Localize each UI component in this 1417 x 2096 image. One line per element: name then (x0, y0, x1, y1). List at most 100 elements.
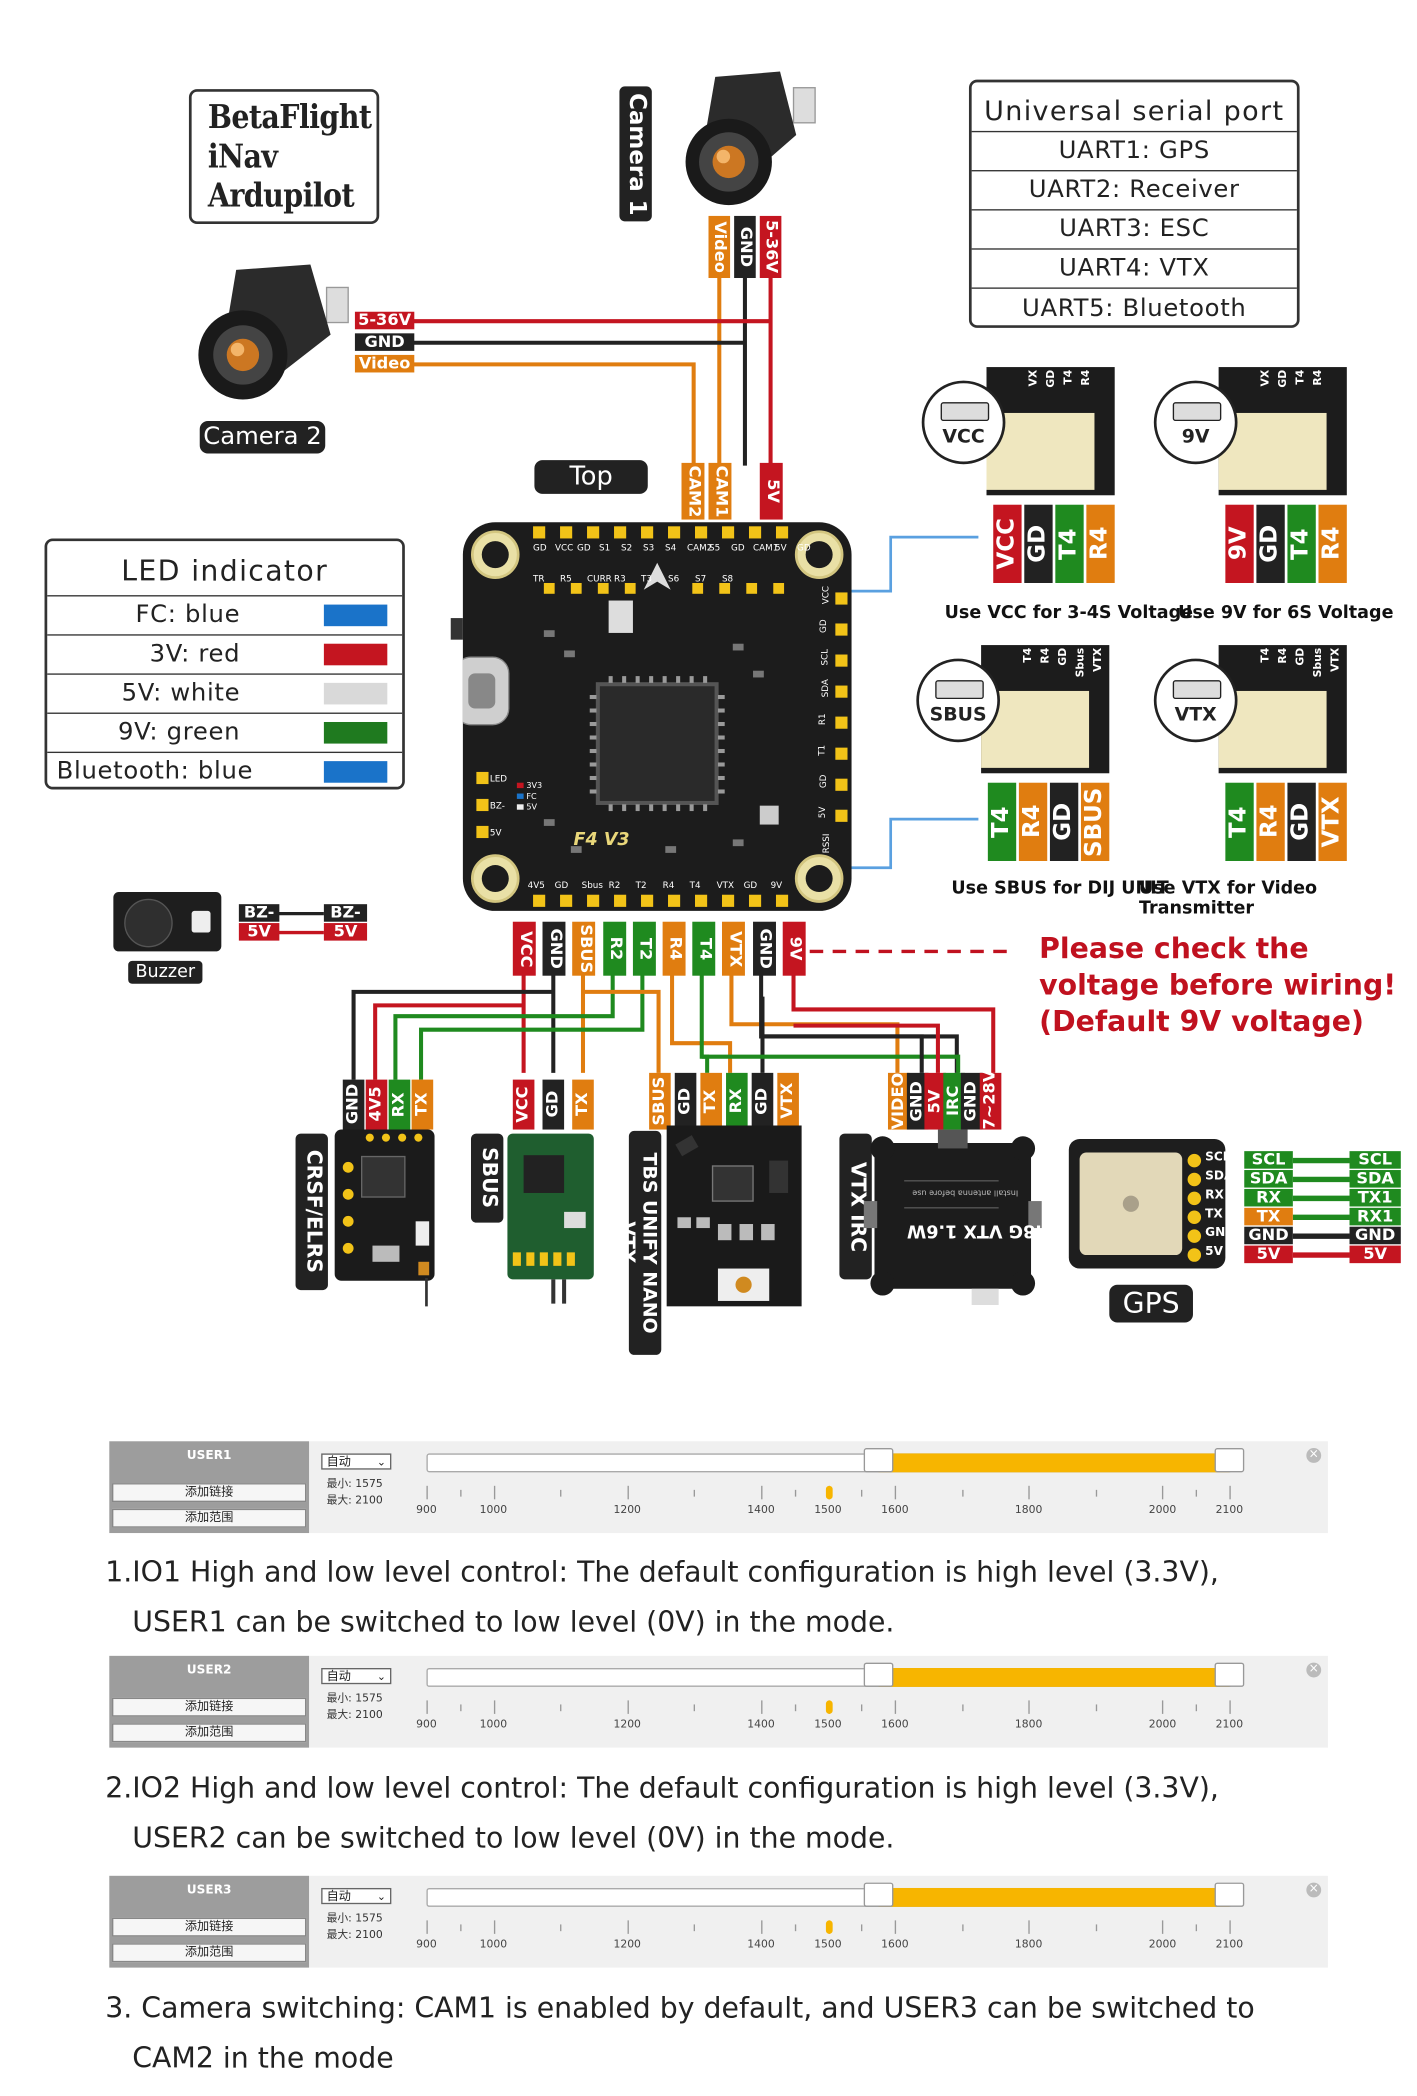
scale-tick (426, 1485, 428, 1500)
range-handle-low[interactable] (863, 1662, 893, 1687)
chevron-down-icon: ⌄ (376, 1670, 386, 1683)
silk-label: 4V5 (527, 879, 545, 891)
range-handle-low[interactable] (863, 1882, 893, 1907)
silk-label: S1 (599, 542, 611, 554)
scale-tick (761, 1485, 763, 1500)
scale-tick (627, 1920, 629, 1934)
add-link-button[interactable]: 添加链接 (112, 1697, 307, 1717)
note-line: 1.IO1 High and low level control: The de… (105, 1555, 1219, 1589)
pad-5v: 5V (759, 462, 783, 520)
add-range-button[interactable]: 添加范围 (112, 1723, 307, 1743)
fc-bottom-pad: VCC (512, 921, 536, 976)
led-row-label: Bluetooth: blue (56, 757, 254, 786)
range-handle-high[interactable] (1214, 1448, 1245, 1473)
close-icon[interactable]: × (1306, 1882, 1322, 1898)
silk-label: S4 (665, 542, 677, 554)
plug-wire-r4: R4 (1086, 504, 1115, 583)
scale-tick-label: 1400 (747, 1717, 775, 1731)
mode-select[interactable]: 自动⌄ (321, 1668, 392, 1685)
vtxirc-model: 5.8G VTX 1.6W (906, 1219, 1055, 1241)
warning-line: Please check the (1039, 932, 1309, 965)
range-fill (878, 1668, 1230, 1687)
note-text: 1.IO1 High and low level control: The de… (105, 1548, 1219, 1648)
camera2-wire-gnd: GND (354, 333, 415, 351)
scale-minor-tick (459, 1489, 462, 1497)
sbus-receiver-image (507, 1133, 594, 1304)
scale-minor-tick (459, 1704, 462, 1712)
silk-label: T4 (689, 879, 701, 891)
scale-tick (493, 1700, 495, 1714)
scale-tick (761, 1920, 763, 1934)
uart-table: Universal serial port UART1: GPS UART2: … (968, 79, 1300, 328)
fc-bottom-pad: T2 (632, 921, 656, 976)
range-handle-low[interactable] (863, 1448, 893, 1473)
led-row: Bluetooth: blue (47, 753, 402, 791)
gps-pad-dot (1187, 1153, 1202, 1168)
mode-select-value: 自动 (326, 1456, 351, 1470)
mode-select[interactable]: 自动⌄ (321, 1887, 392, 1905)
board-graphic (454, 526, 848, 907)
gps-pad-dot (1187, 1229, 1202, 1243)
plug-header-pin: VX (1259, 369, 1272, 387)
plug-badge-label: VCC (942, 426, 985, 449)
plug-wire-r4: R4 (1018, 782, 1048, 861)
plug-header-pin: T4 (1294, 369, 1307, 385)
led-swatch (323, 682, 388, 705)
silk-label: FC (526, 792, 537, 802)
scale-minor-tick (459, 1924, 462, 1932)
plug-header-pin: T4 (1259, 647, 1272, 663)
scale-tick-label: 1500 (814, 1503, 842, 1516)
close-icon[interactable]: × (1306, 1448, 1322, 1463)
gps-pad-label: TX (1205, 1207, 1223, 1222)
led-row: 9V: green (47, 714, 403, 754)
scale-tick-label: 1600 (881, 1937, 909, 1951)
plug-wire-vtx: VTX (1318, 782, 1347, 861)
scale-minor-tick (694, 1489, 696, 1497)
pad-cam2: CAM2 (681, 462, 705, 520)
gps-wire-tag: 5V (1244, 1245, 1293, 1264)
tbs-pin: SBUS (649, 1072, 671, 1130)
plug-wire-t4: T4 (1287, 504, 1316, 583)
plug-badge: 9V (1153, 380, 1238, 465)
plug-header-pin: R4 (1039, 647, 1052, 664)
camera2-wire-video: Video (354, 354, 415, 373)
silk-label: S3 (643, 542, 655, 554)
add-range-button[interactable]: 添加范围 (112, 1508, 307, 1528)
gps-image (1068, 1138, 1226, 1269)
add-link-button[interactable]: 添加链接 (112, 1917, 307, 1937)
sbus-pin: VCC (512, 1079, 535, 1130)
scale-tick (1162, 1485, 1164, 1500)
scale-tick-label: 1800 (1014, 1937, 1043, 1951)
plug-wire-t4: T4 (1225, 782, 1254, 861)
fc-bottom-pad: R4 (662, 921, 686, 976)
range-handle-high[interactable] (1214, 1662, 1245, 1687)
camera2-image (198, 264, 349, 400)
firmware-line: Ardupilot (207, 175, 355, 215)
led-indicator-table: LED indicator FC: blue 3V: red 5V: white… (44, 538, 405, 791)
fc-bottom-pad: VTX (722, 921, 746, 976)
silk-label: 3V3 (526, 781, 543, 791)
add-link-button[interactable]: 添加链接 (112, 1483, 307, 1503)
silk-label: R1 (816, 713, 828, 726)
scale-tick-label: 1000 (479, 1937, 508, 1951)
scale-minor-tick (1195, 1489, 1198, 1497)
add-range-button[interactable]: 添加范围 (112, 1943, 307, 1963)
scale-tick-label: 900 (416, 1937, 437, 1951)
silk-label: 5V (775, 542, 787, 554)
close-icon[interactable]: × (1306, 1662, 1322, 1678)
range-handle-high[interactable] (1214, 1882, 1245, 1907)
silk-label: Sbus (581, 879, 603, 891)
led-row-label: FC: blue (135, 600, 241, 629)
plug-header-pin: R4 (1079, 369, 1092, 386)
plug-header-pin: GD (1056, 647, 1069, 666)
chevron-down-icon: ⌄ (376, 1890, 386, 1903)
mode-select[interactable]: 自动⌄ (321, 1453, 392, 1470)
gps-wire-tag: SCL (1244, 1150, 1293, 1169)
flight-controller-board: F4 V3 (454, 522, 852, 911)
scale-tick-label: 1600 (881, 1717, 909, 1731)
fc-bottom-pad: SBUS (572, 921, 596, 976)
